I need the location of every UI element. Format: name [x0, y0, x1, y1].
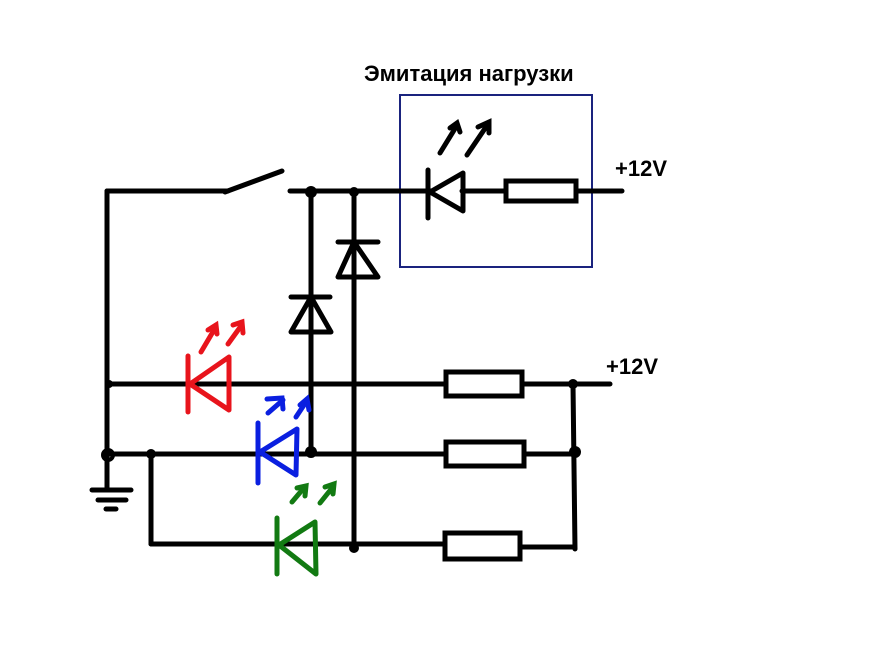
- green-led: [274, 480, 337, 577]
- load-resistor: [503, 178, 579, 204]
- title-label: Эмитация нагрузки: [364, 61, 574, 86]
- resistor-3: [442, 530, 523, 562]
- resistor-2: [443, 439, 527, 469]
- load-led: [425, 118, 492, 221]
- ground-icon: [89, 452, 134, 512]
- blue-led: [255, 394, 312, 486]
- top-wire: [104, 168, 625, 195]
- red-led: [185, 318, 246, 415]
- right-bus-wire: [570, 381, 578, 552]
- resistor-1: [443, 369, 525, 399]
- switch: [222, 168, 285, 195]
- supply-label-middle: +12V: [606, 354, 658, 379]
- junction-dot: [105, 380, 113, 388]
- load-emulation-box: [399, 94, 593, 268]
- junction-dot: [349, 543, 359, 553]
- supply-label-top: +12V: [615, 156, 667, 181]
- diode-2: [335, 189, 381, 551]
- junction-dot: [305, 446, 317, 458]
